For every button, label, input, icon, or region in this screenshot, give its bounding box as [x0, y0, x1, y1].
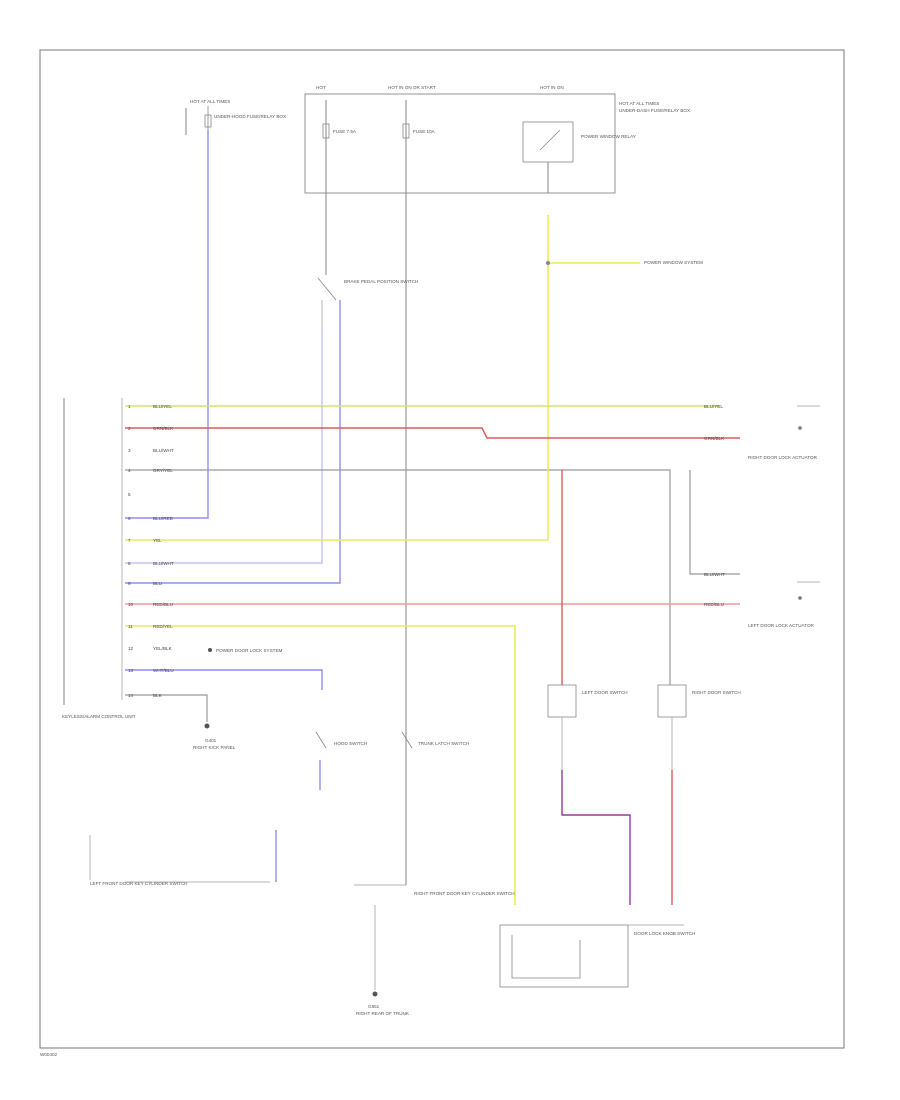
fuse-box-title: HOT AT ALL TIMES [619, 101, 659, 106]
ground-g551-desc: RIGHT REAR OF TRUNK [356, 1011, 410, 1016]
diagram-code: W00402 [40, 1052, 58, 1057]
right-conn-label-2: GRN/BLK [704, 436, 725, 441]
wire-gray-row4 [125, 469, 671, 685]
left-door-switch-box [547, 684, 577, 718]
fuse-box-desc: UNDER-DASH FUSE/RELAY BOX [619, 108, 690, 113]
wire-blu-wht-switch [125, 330, 323, 564]
wire-blu-from-switch [125, 300, 341, 584]
power-system-label: POWER DOOR LOCK SYSTEM [216, 648, 283, 653]
left-fuse-desc: UNDER-HOOD FUSE/RELAY BOX [214, 114, 286, 119]
wire-blk-ground [125, 694, 208, 722]
ground-g401-desc: RIGHT KICK PANEL [193, 745, 236, 750]
wire-label-7: YEL [153, 538, 162, 543]
hood-switch-contact [315, 731, 327, 749]
lock-switch-link [511, 935, 581, 979]
wire-blu-yel-left [125, 130, 209, 519]
wire-yel-trunk [125, 625, 516, 905]
wire-label-6: BLU/RED [153, 516, 174, 521]
wire-pin-13: 13 [128, 668, 134, 673]
wire-label-1: BLU/YEL [153, 404, 172, 409]
wire-label-2: GRN/BLK [153, 426, 174, 431]
fuse-relay-box [304, 93, 616, 194]
fuse-1-icon [322, 123, 330, 139]
wire-row-labels: 1 BLU/YEL 2 GRN/BLK 3 BLU/WHT 4 GRY/YEL … [128, 404, 174, 698]
left-fuse-title: HOT AT ALL TIMES [190, 99, 230, 104]
hot-label-2: HOT IN ON OR START [388, 85, 436, 90]
brake-switch-contact [317, 277, 337, 301]
hood-switch-label: HOOD SWITCH [334, 741, 367, 746]
wire-label-12: YEL/BLK [153, 646, 173, 651]
left-conn-label-1: BLU/WHT [704, 572, 725, 577]
wire-label-9: BLU [153, 581, 162, 586]
ground-g401: G401 [205, 738, 217, 743]
ground-g401-icon [204, 723, 210, 729]
diagram-frame [39, 49, 845, 1049]
relay-label: POWER WINDOW RELAY [581, 134, 636, 139]
wire-gray-right-mirror [689, 470, 740, 575]
trunk-switch-contact [401, 731, 413, 749]
lock-switch-box [499, 924, 629, 988]
right-door-switch-label: RIGHT DOOR SWITCH [692, 690, 741, 695]
wire-pin-10: 10 [128, 602, 134, 607]
left-conn-label-2: RED/BLU [704, 602, 724, 607]
right-door-switch-box [657, 684, 687, 718]
wire-wht-blu-hood [125, 669, 323, 690]
wire-label-14: BLK [153, 693, 163, 698]
wire-pin-2: 2 [128, 426, 131, 431]
wire-pin-12: 12 [128, 646, 134, 651]
fuse-2-label: FUSE 10A [413, 129, 436, 134]
wire-label-10: RED/BLU [153, 602, 173, 607]
left-key-cyl-label: LEFT FRONT DOOR KEY CYLINDER SWITCH [90, 881, 188, 886]
left-door-switch-label: LEFT DOOR SWITCH [582, 690, 628, 695]
left-mirror-label: LEFT DOOR LOCK ACTUATOR [748, 623, 815, 628]
wire-yel-relay [125, 215, 549, 541]
hot-label-1: HOT [316, 85, 326, 90]
fuse-1-label: FUSE 7.5A [333, 129, 357, 134]
fuse-2-icon [402, 123, 410, 139]
wire-label-8: BLU/WHT [153, 561, 174, 566]
wire-pin-11: 11 [128, 624, 133, 629]
wire-pin-3: 3 [128, 448, 131, 453]
wire-red-row2 [125, 427, 740, 439]
wire-pin-9: 9 [128, 581, 131, 586]
trunk-switch-label: TRUNK LATCH SWITCH [418, 741, 469, 746]
wire-pin-6: 6 [128, 516, 131, 521]
wire-label-3: BLU/WHT [153, 448, 174, 453]
right-mirror-dot [798, 426, 802, 430]
relay-contact [539, 129, 561, 151]
to-power-window-label: POWER WINDOW SYSTEM [644, 260, 703, 265]
wire-pin-14: 14 [128, 693, 134, 698]
wire-pin-8: 8 [128, 561, 131, 566]
wire-pin-4: 4 [128, 468, 131, 473]
wire-label-11: RED/YEL [153, 624, 173, 629]
ground-g551: G551 [368, 1004, 380, 1009]
wire-pin-1: 1 [128, 404, 131, 409]
right-conn-label-1: BLU/YEL [704, 404, 723, 409]
ground-g551-icon [372, 991, 378, 997]
wire-pin-7: 7 [128, 538, 131, 543]
wire-purple-left [561, 770, 631, 905]
wire-pin-5: 5 [128, 492, 131, 497]
hot-label-3: HOT IN ON [540, 85, 564, 90]
wire-label-13: WHT/BLU [153, 668, 174, 673]
power-system-dot [208, 648, 212, 652]
module-label: KEYLESS/ALARM CONTROL UNIT [62, 714, 136, 719]
left-fuse-icon [204, 114, 212, 128]
right-key-cyl-label: RIGHT FRONT DOOR KEY CYLINDER SWITCH [414, 891, 515, 896]
right-mirror-label: RIGHT DOOR LOCK ACTUATOR [748, 455, 818, 460]
yel-junction-dot [546, 261, 550, 265]
left-mirror-dot [798, 596, 802, 600]
lock-switch-label: DOOR LOCK KNOB SWITCH [634, 931, 695, 936]
brake-switch-label: BRAKE PEDAL POSITION SWITCH [344, 279, 418, 284]
wire-label-4: GRY/YEL [153, 468, 173, 473]
